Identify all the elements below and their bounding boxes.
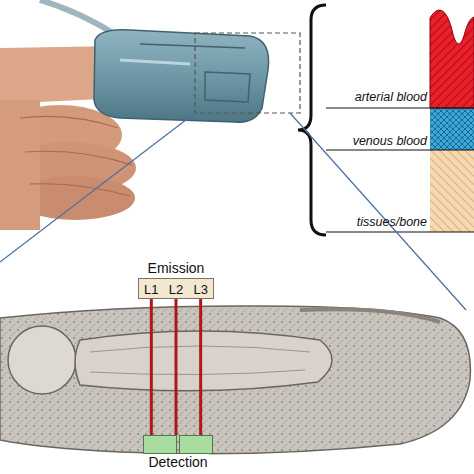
absorption-layers (326, 10, 474, 232)
brace (298, 5, 326, 235)
node-heading: Emission (146, 260, 207, 276)
zoom-line (290, 113, 466, 310)
zoom-line (0, 113, 195, 262)
layer-label: tissues/bone (322, 215, 427, 229)
detector-box: Detection (143, 435, 213, 454)
light-path (199, 298, 202, 436)
light-path (150, 298, 153, 436)
light-path (174, 298, 177, 436)
led-name: L1 (144, 282, 158, 297)
node-heading: Detection (146, 454, 209, 470)
led-label: L2 (167, 280, 185, 298)
emitter-box: EmissionL1L2L3 (138, 278, 214, 299)
photodetector-cell (179, 435, 213, 454)
photodetector-cell (143, 435, 177, 454)
hand-photo (0, 0, 269, 230)
finger-cross-section (0, 306, 470, 454)
led-name: L2 (169, 282, 183, 297)
dashed-frame (195, 33, 300, 113)
led-label: L3 (191, 280, 209, 298)
layer-label: venous blood (322, 134, 427, 148)
led-name: L3 (193, 282, 207, 297)
layer-label: arterial blood (322, 90, 427, 104)
led-label: L1 (142, 280, 160, 298)
